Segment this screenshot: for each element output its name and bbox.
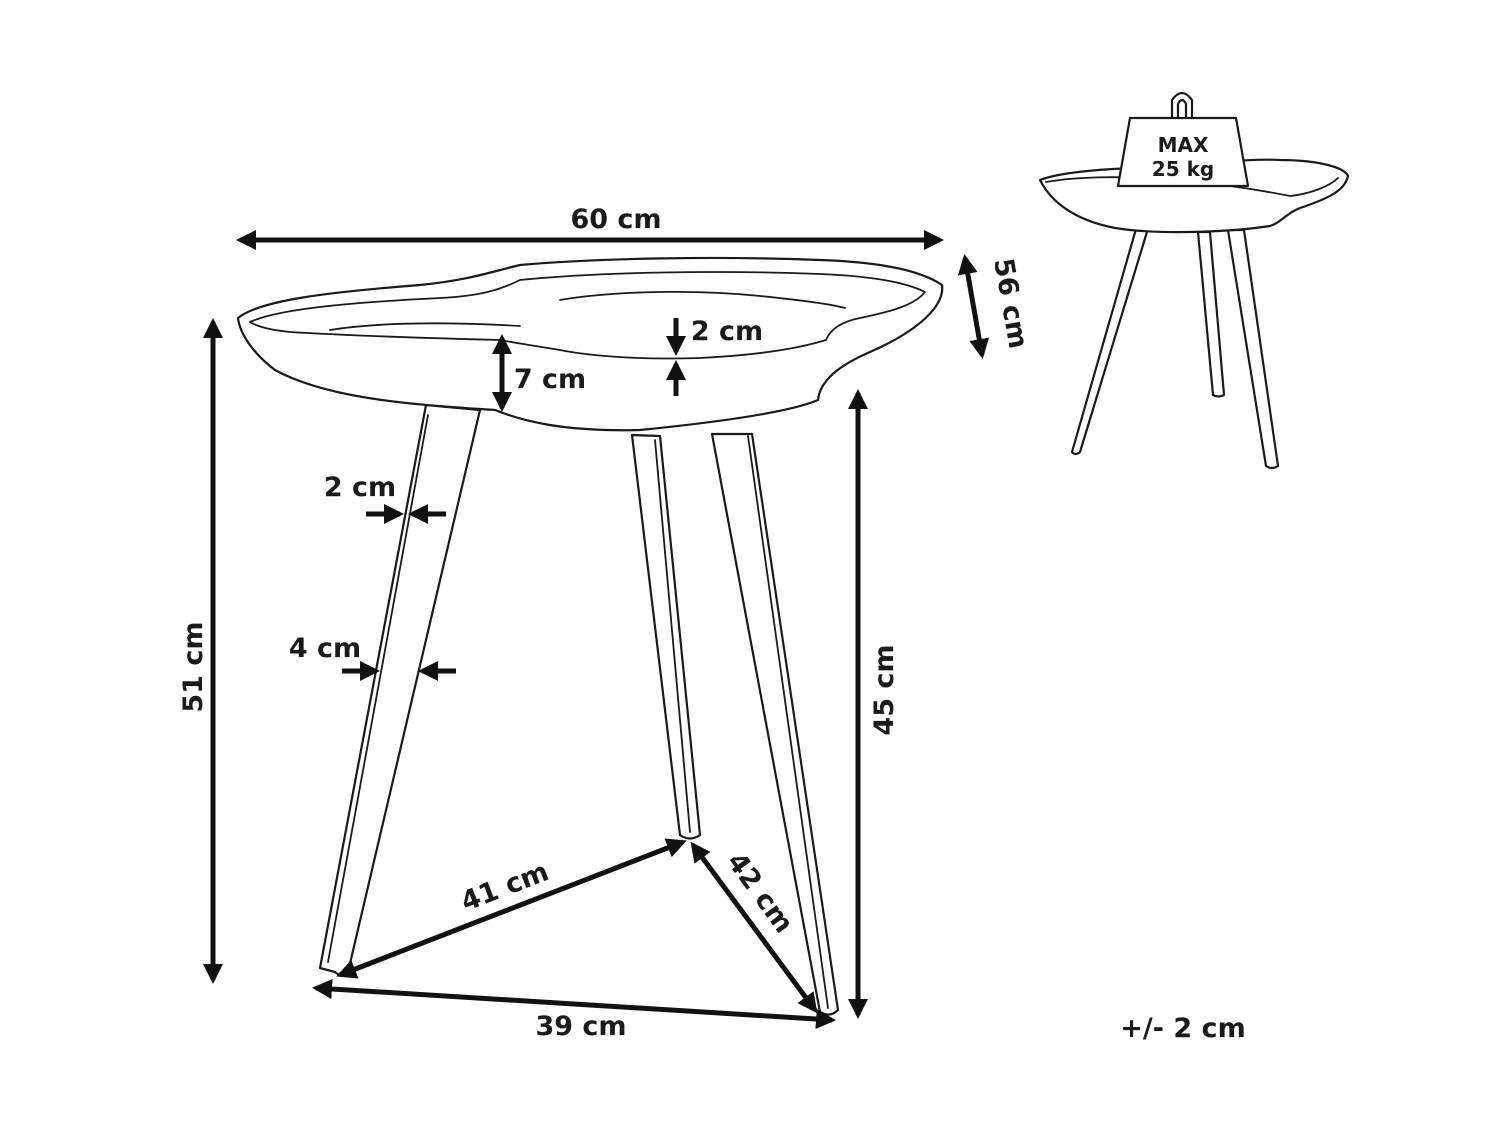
leg-top-label: 2 cm (324, 472, 396, 503)
leg-bottom-label: 4 cm (289, 633, 361, 664)
load-illustration: MAX 25 kg (1038, 91, 1350, 470)
dimension-lines (203, 230, 990, 1029)
depth-label: 56 cm (987, 256, 1033, 351)
mini-leg-back (1196, 230, 1226, 398)
total-height-label: 51 cm (178, 621, 209, 712)
tolerance-label: +/- 2 cm (1120, 1013, 1245, 1044)
leg-height-label: 45 cm (869, 644, 900, 735)
lip-label: 2 cm (691, 316, 763, 347)
table-top-rim (236, 256, 944, 432)
span-39-label: 39 cm (535, 1011, 626, 1042)
span-42-label: 42 cm (721, 847, 800, 939)
mini-leg-left (1070, 220, 1152, 456)
load-line1: MAX (1158, 133, 1209, 157)
mini-leg-right (1226, 228, 1280, 470)
span-41-line (336, 838, 687, 979)
top-thickness-label: 7 cm (514, 364, 586, 395)
table-top-recess (249, 271, 926, 360)
load-line2: 25 kg (1152, 157, 1214, 181)
back-leg (630, 433, 702, 840)
weight-body (1116, 116, 1250, 188)
depth-dim-line (957, 254, 990, 359)
main-table (236, 256, 944, 1016)
span-39-line (312, 979, 836, 1029)
weight-handle (1170, 91, 1194, 122)
width-label: 60 cm (570, 204, 661, 235)
table-legs (318, 403, 840, 1016)
